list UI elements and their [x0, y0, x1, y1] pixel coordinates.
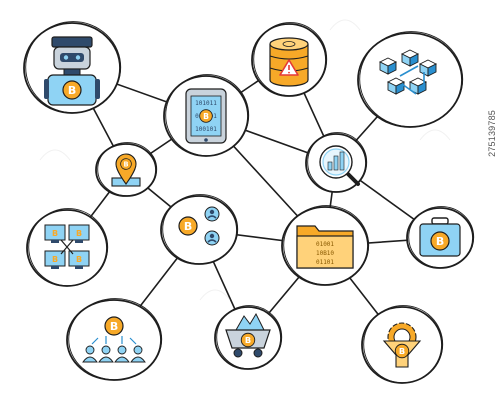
- node-analytics-sketch: [307, 132, 368, 193]
- location-pin-icon: [111, 153, 141, 187]
- svg-text:101011: 101011: [195, 100, 217, 107]
- svg-text:B: B: [76, 229, 82, 238]
- mobile-binary-icon: 101011 010B01 100101: [185, 88, 227, 144]
- node-folder-sketch: [283, 205, 370, 286]
- node-mobile-sketch: [165, 74, 250, 157]
- robot-coin-icon: [44, 36, 100, 106]
- mining-cart-icon: [225, 312, 271, 358]
- svg-text:B: B: [76, 255, 82, 264]
- coin-users-exchange-icon: [178, 206, 220, 246]
- node-location-sketch: [97, 142, 158, 197]
- binary-folder-icon: 01001 10B10 01101: [296, 225, 354, 269]
- svg-text:01001: 01001: [316, 241, 334, 248]
- svg-text:01101: 01101: [316, 259, 334, 266]
- magnifier-chart-icon: [319, 145, 360, 186]
- computer-network-icon: B B B B: [44, 224, 90, 269]
- node-exchange-sketch: [162, 194, 239, 265]
- gear-funnel-icon: [382, 322, 422, 368]
- node-community-sketch: [68, 298, 163, 381]
- node-mining-cart-sketch: [216, 305, 283, 370]
- svg-text:10B10: 10B10: [316, 250, 334, 257]
- users-coin-icon: [82, 316, 146, 363]
- svg-text:B: B: [52, 229, 58, 238]
- stock-id-label: 275139785: [487, 110, 497, 157]
- svg-text:100101: 100101: [195, 126, 217, 133]
- node-gear-funnel-sketch: [363, 305, 444, 384]
- coin-stack-warning-icon: [269, 37, 309, 87]
- node-robot-sketch: [25, 21, 122, 114]
- node-network-sketch: [28, 208, 109, 287]
- blockchain-cubes-icon: [378, 49, 438, 95]
- node-coin-stack-sketch: [253, 22, 328, 97]
- node-blockchain-sketch: [359, 31, 464, 128]
- briefcase-coin-icon: [419, 217, 461, 257]
- node-case-sketch: [408, 206, 475, 269]
- svg-text:B: B: [52, 255, 58, 264]
